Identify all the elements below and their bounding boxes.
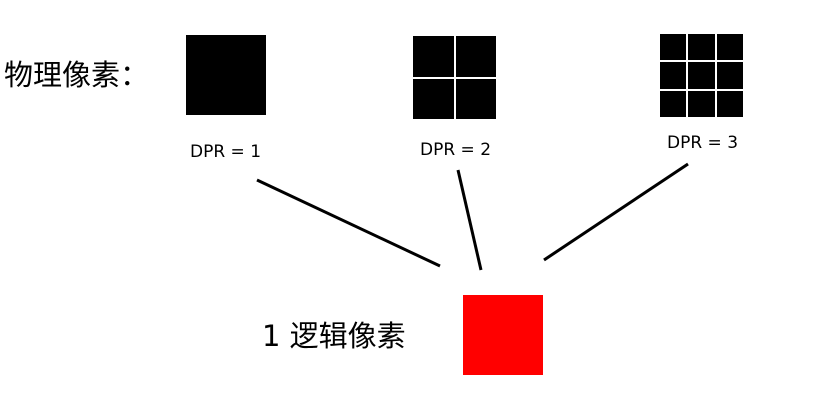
physical-pixel-cell <box>660 90 687 117</box>
physical-pixel-cell <box>660 62 687 89</box>
physical-pixel-cell <box>716 90 743 117</box>
connector-dpr3 <box>543 162 689 262</box>
dpr3-pixel-grid <box>660 34 743 117</box>
physical-pixel-cell <box>688 34 715 61</box>
physical-pixel-cell <box>688 90 715 117</box>
physical-pixel-cell <box>186 35 266 115</box>
connector-dpr2 <box>456 169 483 271</box>
dpr1-pixel-grid <box>186 35 266 115</box>
logical-pixel-label: 1 逻辑像素 <box>262 319 406 353</box>
physical-pixel-cell <box>716 34 743 61</box>
connector-dpr1 <box>256 178 441 268</box>
physical-pixel-cell <box>716 62 743 89</box>
logical-pixel-square <box>463 295 543 375</box>
dpr2-pixel-grid <box>413 36 496 119</box>
physical-pixels-label: 物理像素： <box>4 58 150 92</box>
dpr1-label: DPR = 1 <box>190 142 262 162</box>
physical-pixel-cell <box>455 78 496 119</box>
physical-pixel-cell <box>455 36 496 77</box>
physical-pixel-cell <box>688 62 715 89</box>
physical-pixel-cell <box>660 34 687 61</box>
physical-pixel-cell <box>413 78 454 119</box>
physical-pixel-cell <box>413 36 454 77</box>
dpr3-label: DPR = 3 <box>667 133 739 153</box>
dpr2-label: DPR = 2 <box>420 140 492 160</box>
